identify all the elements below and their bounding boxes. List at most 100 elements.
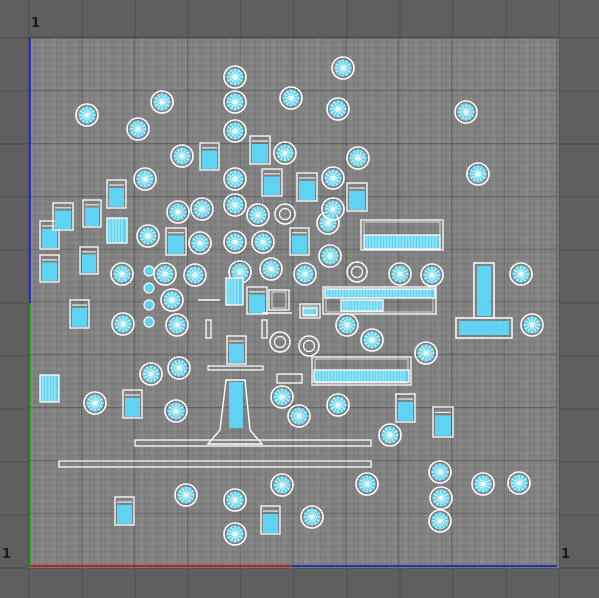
- ground-plane[interactable]: [29, 38, 559, 568]
- bench-icon: [346, 182, 368, 212]
- tree-icon: [170, 144, 194, 168]
- ring-icon: [269, 331, 291, 353]
- tree-icon: [388, 262, 412, 286]
- tree-icon: [190, 197, 214, 221]
- tree-icon: [110, 262, 134, 286]
- tree-icon: [279, 86, 303, 110]
- tree-icon: [326, 393, 350, 417]
- tree-icon: [75, 103, 99, 127]
- tree-icon: [165, 313, 189, 337]
- tree-icon: [153, 262, 177, 286]
- ring-icon: [298, 335, 320, 357]
- bench-icon: [82, 199, 102, 228]
- corner-label-bottom-right: 1: [561, 547, 571, 562]
- corner-label-top-left: 1: [31, 16, 41, 31]
- tree-icon: [223, 193, 247, 217]
- tree-icon: [378, 423, 402, 447]
- table-icon: [39, 374, 60, 403]
- tree-icon: [428, 460, 452, 484]
- bench-icon: [395, 393, 416, 423]
- tree-icon: [507, 471, 531, 495]
- ring-icon: [346, 261, 368, 283]
- stage-icon: [58, 365, 372, 468]
- tree-icon: [355, 472, 379, 496]
- tree-icon: [360, 328, 384, 352]
- tree-icon: [228, 260, 252, 284]
- tree-icon: [188, 231, 212, 255]
- tree-icon: [183, 263, 207, 287]
- tree-icon: [133, 167, 157, 191]
- tree-icon: [520, 313, 544, 337]
- bench-icon: [106, 179, 127, 209]
- tree-icon: [454, 100, 478, 124]
- tree-icon: [223, 230, 247, 254]
- tree-icon: [466, 162, 490, 186]
- tree-icon: [326, 97, 350, 121]
- ring-icon: [274, 203, 296, 225]
- tree-icon: [273, 141, 297, 165]
- tree-icon: [139, 362, 163, 386]
- tree-icon: [246, 203, 270, 227]
- tree-icon: [83, 391, 107, 415]
- bench-icon: [246, 286, 268, 315]
- tree-icon: [223, 119, 247, 143]
- post-icon: [261, 319, 268, 339]
- stool-icon: [143, 265, 155, 277]
- tree-icon: [174, 483, 198, 507]
- stool-icon: [143, 316, 155, 328]
- tree-icon: [223, 522, 247, 546]
- bench-icon: [226, 335, 247, 365]
- tree-icon: [111, 312, 135, 336]
- tree-icon: [346, 146, 370, 170]
- bench-icon: [79, 246, 99, 275]
- tree-icon: [136, 224, 160, 248]
- table-icon: [302, 307, 318, 316]
- bench-icon: [261, 168, 283, 197]
- bench-icon: [432, 406, 454, 438]
- bench-icon: [249, 135, 271, 165]
- tree-icon: [287, 404, 311, 428]
- bench-icon: [52, 202, 74, 231]
- tree-icon: [509, 262, 533, 286]
- tree-icon: [293, 262, 317, 286]
- tree-icon: [126, 117, 150, 141]
- table-icon: [340, 299, 384, 312]
- table-icon: [106, 217, 128, 244]
- tree-icon: [420, 263, 444, 287]
- tree-icon: [251, 230, 275, 254]
- tree-icon: [318, 244, 342, 268]
- tree-icon: [300, 505, 324, 529]
- tree-icon: [335, 313, 359, 337]
- tree-icon: [270, 385, 294, 409]
- table-icon: [363, 234, 441, 250]
- bench-icon: [260, 505, 281, 535]
- bench-icon: [296, 172, 318, 202]
- tree-icon: [160, 288, 184, 312]
- bench-icon: [165, 227, 187, 256]
- stool-icon: [143, 282, 155, 294]
- corner-label-bottom-left: 1: [2, 547, 12, 562]
- tree-icon: [428, 509, 452, 533]
- tree-icon: [414, 341, 438, 365]
- tree-icon: [331, 56, 355, 80]
- bench-icon: [114, 496, 135, 526]
- tree-icon: [270, 473, 294, 497]
- bench-icon: [39, 254, 60, 283]
- bench-icon: [289, 227, 310, 256]
- stool-icon: [143, 299, 155, 311]
- tree-icon: [471, 472, 495, 496]
- tree-icon: [259, 257, 283, 281]
- bench-icon: [69, 299, 90, 329]
- tree-icon: [223, 65, 247, 89]
- pavilion-icon: [455, 262, 513, 339]
- table-icon: [225, 277, 244, 306]
- tree-icon: [166, 200, 190, 224]
- tree-icon: [223, 488, 247, 512]
- bench-icon: [199, 142, 220, 171]
- tree-icon: [223, 90, 247, 114]
- tree-icon: [167, 356, 191, 380]
- tree-icon: [321, 166, 345, 190]
- tree-icon: [223, 167, 247, 191]
